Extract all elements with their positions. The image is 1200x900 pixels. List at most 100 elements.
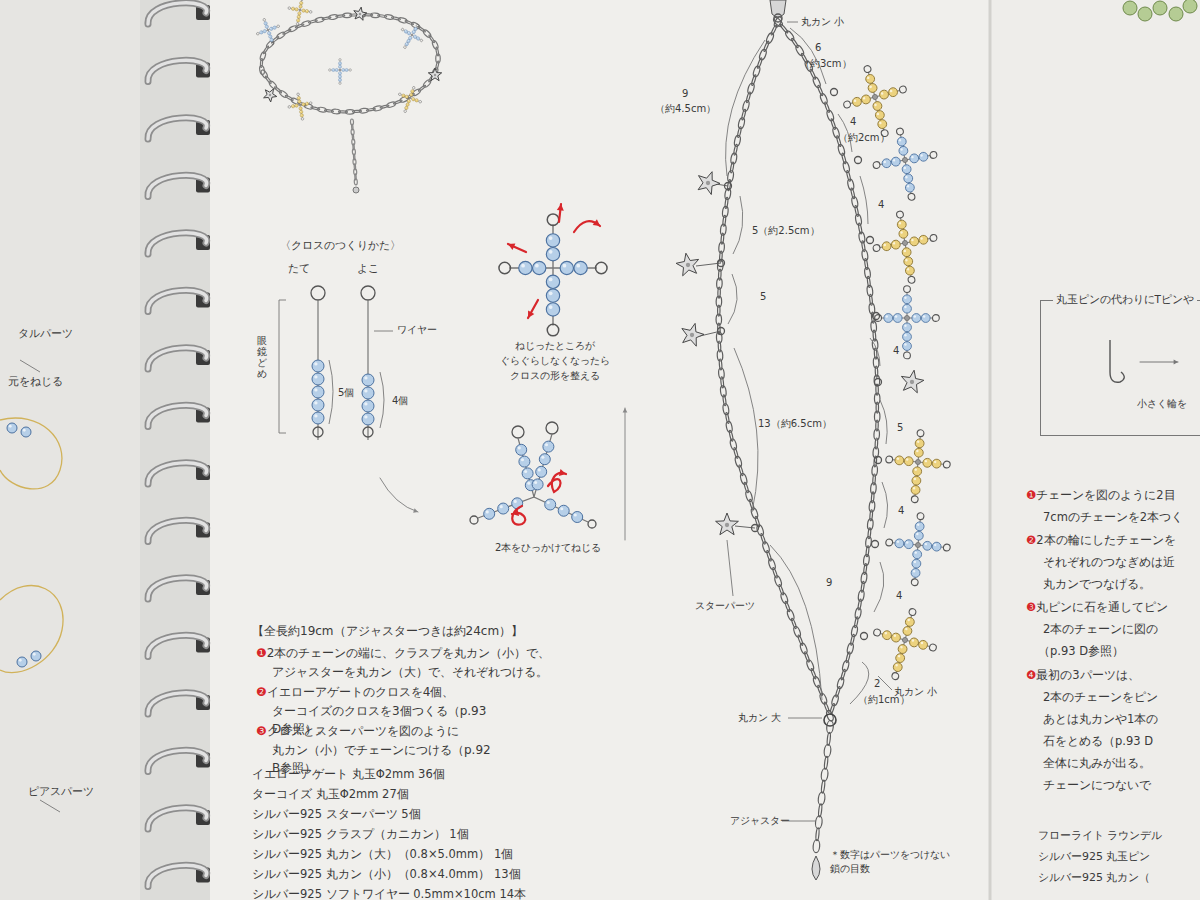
bead-shine: [269, 36, 270, 37]
jump-ring: [311, 286, 325, 300]
chain-guide: [719, 22, 830, 716]
jump-ring: [300, 0, 303, 1]
measure-arc: [860, 176, 868, 224]
bead: [888, 87, 899, 98]
bead: [867, 83, 878, 94]
jump-ring: [403, 45, 406, 48]
label: 2本のチェーンに図の: [1043, 621, 1158, 638]
star-center: [706, 181, 710, 185]
bead-shine: [549, 291, 553, 295]
spiral-ring: [148, 118, 207, 139]
jump-ring: [271, 42, 274, 45]
bead-cross: [875, 286, 940, 359]
arrow-head: [559, 469, 566, 476]
spiral-ring: [148, 60, 207, 81]
bead-shine: [301, 114, 302, 115]
pin-sketch: [1110, 340, 1124, 382]
bead-shine: [292, 105, 293, 106]
measure-arc: [880, 400, 887, 444]
leader-line: [374, 331, 393, 332]
bead: [312, 373, 324, 385]
step-number: ❶: [256, 646, 267, 660]
bead: [903, 304, 912, 313]
callout-number: 5（約2.5cm）: [752, 223, 820, 238]
bead-shine: [9, 425, 12, 428]
bead-shine: [900, 231, 903, 234]
cross-twist: [902, 157, 908, 163]
star-shape: [682, 323, 704, 346]
bead-shine: [273, 27, 274, 28]
jump-ring: [908, 193, 916, 201]
jump-ring: [419, 100, 422, 103]
bead: [259, 30, 263, 34]
label: ピアスパーツ: [28, 784, 94, 801]
bead-shine: [906, 458, 909, 461]
bead: [533, 261, 546, 274]
page-fold: [989, 0, 992, 900]
measure-arc: [770, 545, 822, 700]
bead: [874, 110, 885, 121]
spiral-ring-shadow: [148, 60, 207, 81]
label: スターパーツ: [695, 598, 755, 613]
instruction-step: ❹最初の3パーツは、: [1026, 667, 1140, 684]
jump-ring: [908, 276, 916, 284]
callout-number: （約4.5cm）: [655, 101, 716, 116]
label: フローライト ラウンデル: [1038, 828, 1163, 845]
bead-shine: [524, 470, 527, 473]
star-shape: [354, 7, 367, 20]
arrow-head: [512, 509, 519, 516]
bead-shine: [339, 78, 341, 80]
bead-shine: [897, 540, 900, 543]
jump-ring: [873, 244, 881, 252]
jump-ring: [301, 117, 304, 120]
green-bead: [1183, 0, 1197, 13]
spiral-ring-shadow: [148, 520, 207, 541]
bead-shine: [574, 514, 577, 517]
bead-shine: [342, 69, 344, 71]
callout-number: 5: [897, 420, 903, 435]
chain-link: [772, 16, 784, 28]
arrow-head: [528, 311, 534, 318]
bead-cross: [329, 59, 352, 85]
jump-ring: [911, 496, 918, 503]
bead-shine: [408, 100, 409, 101]
bead: [522, 468, 533, 479]
bead-shine: [339, 72, 341, 74]
chain-link: [260, 69, 269, 79]
finished-cross: [499, 214, 607, 336]
measure-arc: [882, 482, 888, 528]
bead: [560, 261, 573, 274]
measure-arc: [874, 562, 884, 612]
jump-ring: [875, 315, 882, 322]
bead: [267, 31, 271, 35]
bead-shine: [917, 523, 920, 526]
bead-shine: [914, 551, 917, 554]
bead: [905, 266, 915, 276]
bead-cross: [882, 427, 953, 505]
jump-ring: [363, 427, 373, 437]
leader-line: [787, 22, 798, 23]
cross-twist: [915, 459, 921, 465]
spiral-ring-shadow: [148, 750, 207, 771]
bead-shine: [560, 507, 563, 510]
bead-shine: [925, 460, 928, 463]
cross-twist: [915, 542, 921, 548]
jump-ring: [470, 516, 478, 524]
spiral-ring-shadow: [148, 463, 207, 484]
chain-link: [422, 29, 432, 39]
bead-shine: [916, 450, 919, 453]
bead-shine: [890, 90, 893, 93]
bead-shine: [893, 242, 896, 245]
bead: [902, 626, 913, 637]
star-shape: [676, 253, 699, 276]
bead-shine: [917, 440, 920, 443]
bead: [305, 102, 309, 106]
bead: [305, 9, 309, 13]
cross-twist: [411, 34, 414, 37]
star-center: [434, 74, 437, 77]
bead-shine: [867, 76, 870, 79]
label: シルバー925 丸カン（: [1038, 870, 1151, 887]
bead-shine: [413, 31, 414, 32]
jump-ring: [412, 86, 415, 89]
